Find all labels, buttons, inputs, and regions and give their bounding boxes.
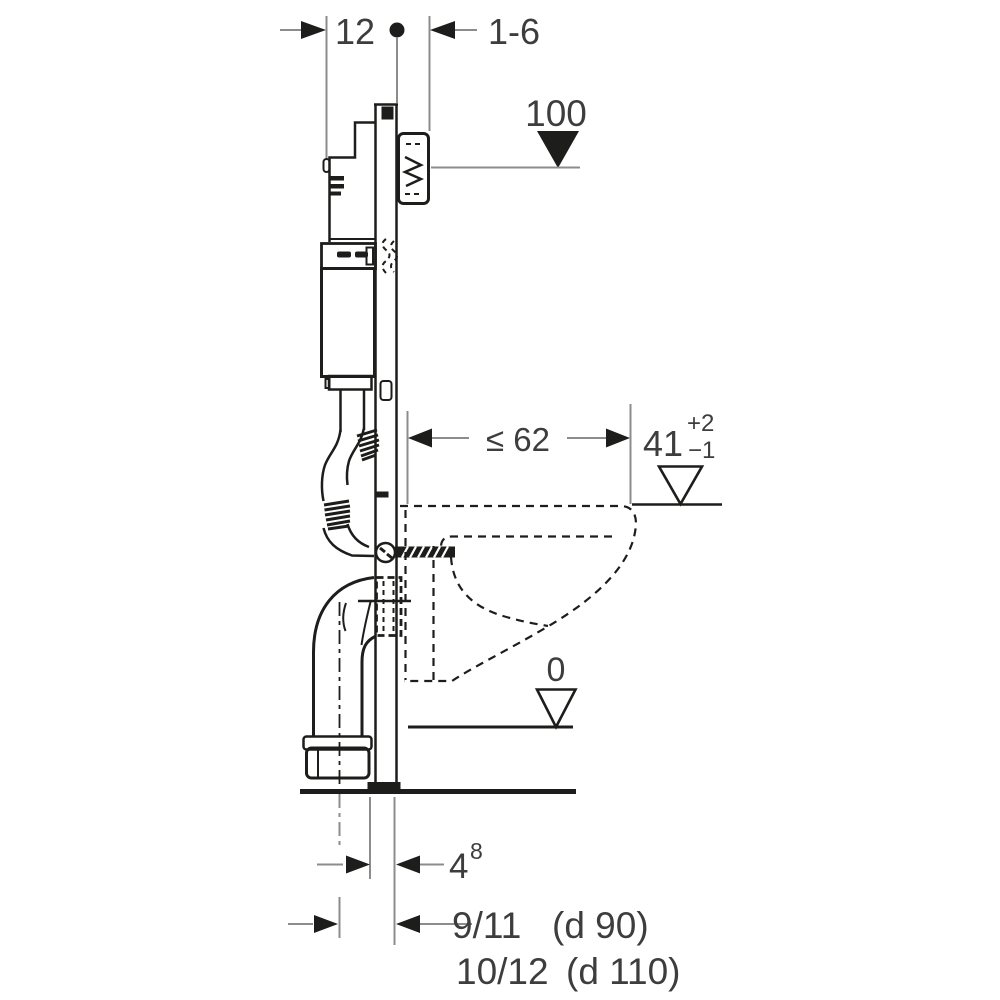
hatch-line: [417, 545, 425, 559]
level-100-triangle-icon: [537, 131, 579, 168]
fill-valve-tick-3: [330, 191, 341, 196]
dim-outlet-row2-diameter: (d 110): [566, 951, 681, 992]
hatch-line: [324, 504, 351, 512]
level-100-label: 100: [525, 93, 587, 134]
dim-62-arrowhead-right: [606, 428, 630, 448]
hatch-line: [409, 545, 417, 559]
dim-12-arrowhead: [301, 21, 326, 39]
dimension-12: 12: [280, 11, 405, 158]
dim-41-tolerance-plus: +2: [687, 410, 714, 437]
fill-valve-tick-1: [330, 176, 344, 181]
cistern-top-profile: [328, 121, 375, 242]
flush-pipe-bend: [320, 389, 380, 558]
hatch-line: [325, 514, 351, 522]
dim-outlet-row1-value: 9/11: [452, 905, 521, 946]
bend-outer-edge: [320, 429, 342, 502]
level-0-label: 0: [547, 651, 566, 689]
level-41-triangle-icon: [656, 465, 705, 507]
rail-slot: [379, 380, 393, 401]
cistern-side-nub: [322, 158, 331, 173]
bowl-basin-dashed: [449, 556, 549, 628]
dimension-62: ≤ 62: [406, 404, 632, 504]
elbow-rim-line: [360, 599, 372, 646]
dim-outlet-row1-diameter: (d 90): [552, 905, 649, 946]
dim-outlet-arrowhead-right: [396, 915, 420, 933]
dim-4-label: 4: [449, 847, 468, 886]
elbow-detail-arc: [342, 602, 347, 632]
outlet-connector-dashed-box: [375, 576, 403, 637]
elbow-outer-edge: [312, 576, 375, 737]
threaded-rod: [395, 546, 455, 558]
elbow-inner-edge: [360, 635, 376, 737]
below-floor-extensions: [338, 794, 396, 945]
cistern-tank: [320, 267, 376, 378]
rail-dashed-break-left: [381, 238, 391, 274]
flush-plate-squiggle: [401, 155, 425, 188]
rail-top-notch: [381, 106, 394, 120]
flush-valve-mark-2: [355, 251, 368, 258]
flex-collar-upper-hatch: [356, 428, 380, 462]
flush-plate-outline: [397, 132, 430, 205]
hatch-line: [359, 443, 380, 453]
dim-62-label: ≤ 62: [486, 421, 550, 458]
dim-12-dot-terminator: [389, 22, 405, 38]
rail-dashed-break-right: [390, 240, 398, 273]
flush-valve-slot: [365, 246, 374, 266]
bowl-outer-dashed: [400, 504, 638, 683]
hatch-line: [327, 524, 350, 531]
hatch-line: [324, 509, 351, 517]
dim-12-label: 12: [335, 11, 375, 52]
rail-fixing-tick: [376, 491, 389, 498]
dim-outlet-row2-value: 10/12: [456, 951, 549, 992]
threaded-rod-hatch: [401, 545, 449, 559]
wc-bowl-outline: [400, 504, 638, 683]
dimension-1-6: 1-6: [428, 11, 540, 131]
dim-4-arrowhead-right: [396, 855, 420, 874]
hatch-line: [357, 433, 379, 443]
hatch-line: [358, 438, 380, 448]
dim-62-arrowhead-left: [408, 428, 432, 448]
outlet-assembly: [302, 576, 403, 790]
dimension-4-8: 4 8: [317, 838, 483, 886]
flush-valve-mark-1: [337, 251, 351, 258]
dimension-outlet: 9/11 (d 90) 10/12 (d 110): [288, 905, 681, 992]
bend-lower-inner-edge: [346, 523, 370, 549]
dim-41-tolerance-minus: −1: [688, 437, 715, 464]
fill-valve-tick-2: [330, 184, 344, 189]
hatch-line: [433, 545, 441, 559]
fixing-bolt-head: [374, 541, 397, 564]
fixing-bolt-marks: [379, 546, 393, 560]
level-marker-0: 0: [408, 651, 578, 730]
socket-body: [305, 746, 371, 780]
dim-4-arrowhead-left: [346, 855, 370, 874]
flex-collar-lower-hatch: [323, 499, 351, 531]
dim-41-label: 41: [643, 423, 683, 464]
rail-foot-plate: [367, 782, 401, 791]
hatch-line: [323, 499, 350, 507]
level-0-triangle-icon: [534, 688, 578, 730]
dim-1-6-arrowhead: [430, 21, 455, 39]
flush-plate-box: [397, 132, 430, 205]
hatch-line: [361, 453, 377, 462]
hatch-line: [441, 545, 449, 559]
bend-lower-outer-edge: [322, 527, 375, 558]
frame-rail: [367, 103, 401, 791]
hatch-line: [326, 519, 351, 527]
dim-1-6-label: 1-6: [488, 11, 540, 52]
dim-outlet-arrowhead-left: [314, 915, 338, 933]
level-marker-100: 100: [431, 93, 587, 169]
tank-outlet-flange: [327, 374, 373, 391]
flange-nub: [324, 378, 331, 389]
hatch-line: [356, 428, 378, 438]
hatch-line: [425, 545, 433, 559]
dim-4-superscript: 8: [470, 838, 483, 864]
cistern: [320, 121, 377, 391]
dimension-41: 41 +2 −1: [632, 410, 722, 507]
bowl-seat-dashed: [439, 535, 612, 548]
hatch-line: [360, 448, 379, 458]
